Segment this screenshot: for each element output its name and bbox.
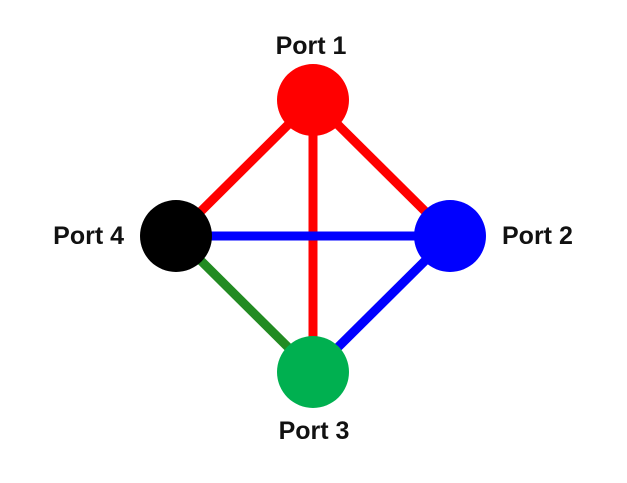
port-1-label: Port 1 — [276, 32, 347, 60]
port-3-label: Port 3 — [279, 417, 350, 445]
port-3-node — [277, 336, 349, 408]
port-nodes — [140, 64, 486, 408]
port-2-label: Port 2 — [502, 222, 573, 250]
connection-lines — [172, 96, 454, 376]
port-4-node — [140, 200, 212, 272]
port-1-node — [277, 64, 349, 136]
port-4-label: Port 4 — [53, 222, 124, 250]
port-2-node — [414, 200, 486, 272]
